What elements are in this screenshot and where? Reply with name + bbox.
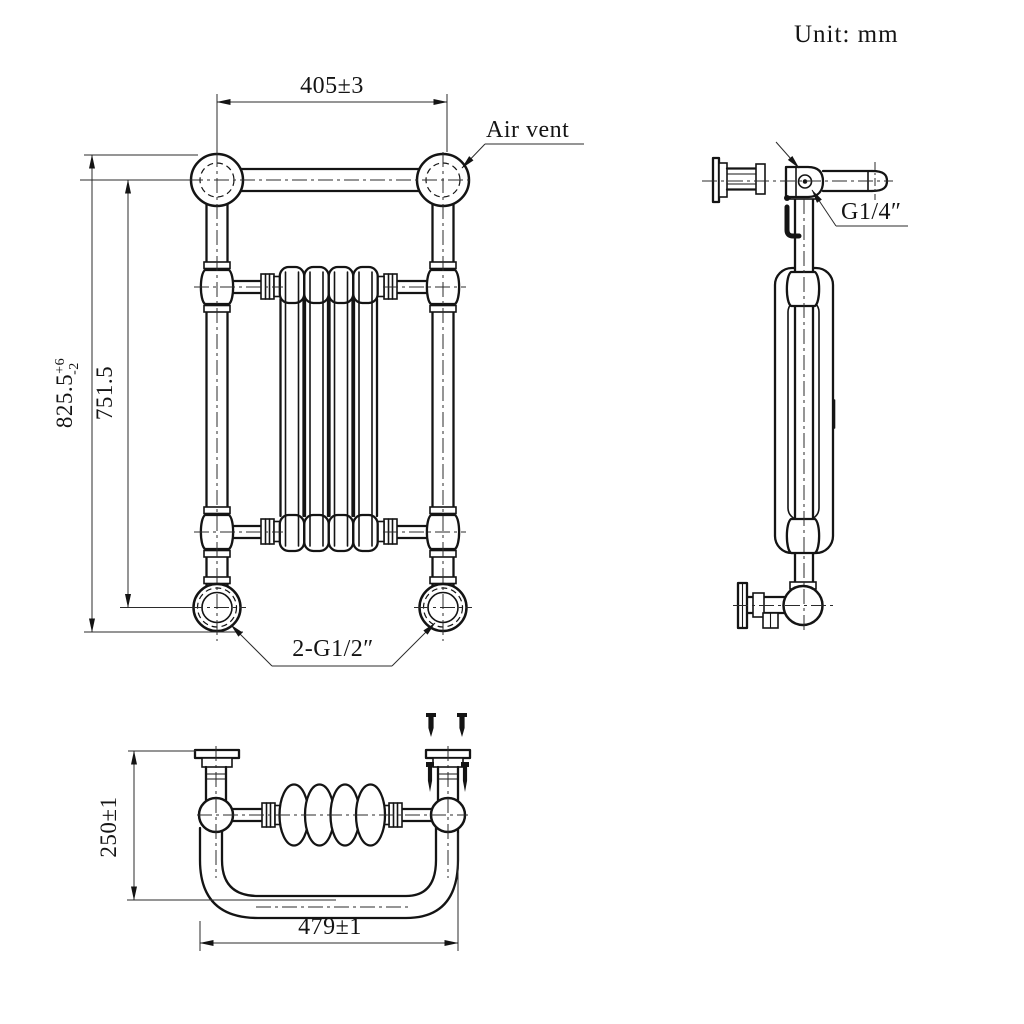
front-centerlines (188, 152, 472, 641)
radiator-columns (278, 265, 379, 553)
dim-depth-label: 250±1 (96, 796, 121, 857)
side-centerlines (702, 162, 893, 632)
dim-depth: 250±1 (96, 750, 336, 901)
vent-thread-callout: G1/4″ (775, 141, 908, 227)
dim-loop-width: 479±1 (199, 833, 459, 951)
front-view: 405±3 Air vent 825.5+6-2 751.5 2-G1/2″ (52, 73, 584, 667)
dim-top-width-label: 405±3 (300, 73, 364, 99)
dim-loop-width-label: 479±1 (298, 914, 362, 940)
allen-key (784, 195, 802, 239)
air-vent-callout: Air vent (461, 117, 584, 169)
unit-label: Unit: mm (794, 21, 899, 48)
bottom-ports-label: 2-G1/2″ (292, 636, 374, 662)
bottom-view: 250±1 479±1 (96, 713, 472, 951)
crossbar-pipes (232, 279, 428, 540)
vertical-rails (205, 193, 455, 602)
plan-u-loop (198, 826, 460, 920)
air-vent-label: Air vent (486, 117, 569, 143)
plan-centerlines (197, 746, 468, 908)
dim-overall-height-label: 825.5+6-2 (52, 358, 82, 428)
side-view: G1/4″ (702, 141, 908, 632)
side-top-elbow (784, 165, 889, 199)
dim-overall-height: 825.5+6-2 (52, 154, 243, 633)
bottom-ports-callout: 2-G1/2″ (230, 622, 436, 667)
dim-center-height: 751.5 (80, 179, 192, 608)
dim-top-width: 405±3 (216, 73, 448, 152)
vent-thread-label: G1/4″ (841, 199, 902, 225)
side-top-wall-bracket (711, 156, 766, 204)
dim-center-height-label: 751.5 (92, 366, 117, 420)
top-rail (215, 167, 445, 193)
